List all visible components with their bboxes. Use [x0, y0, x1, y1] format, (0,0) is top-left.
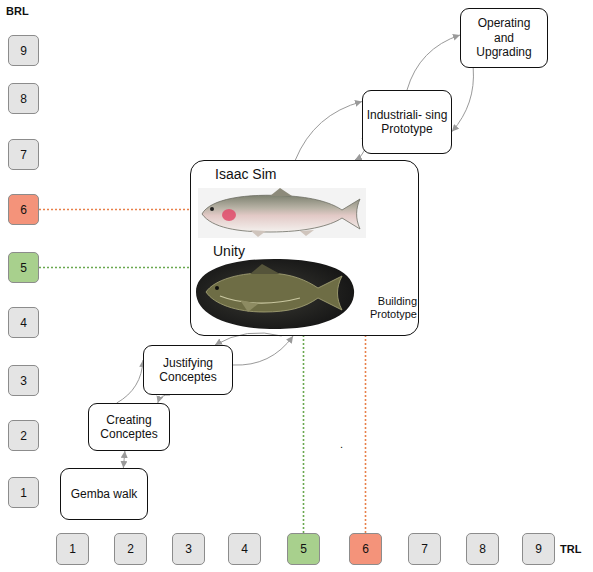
brl-level-box: 4 — [8, 307, 39, 338]
level-dotted-line — [39, 267, 190, 269]
trl-level-box: 9 — [522, 533, 555, 565]
level-number: 8 — [20, 92, 27, 106]
process-box: Industriali- sing Prototype — [362, 90, 452, 154]
level-number: 4 — [20, 316, 27, 330]
prototype-box: Isaac SimUnityBuilding Prototype — [190, 160, 419, 336]
trl-level-box: 2 — [114, 533, 147, 565]
unity-fish-picture — [196, 259, 354, 329]
trl-level-box: 8 — [466, 533, 499, 565]
brl-level-box: 6 — [8, 194, 39, 225]
flow-arrow — [295, 102, 362, 160]
flow-arrow — [117, 360, 143, 403]
box-label: Isaac Sim — [215, 166, 335, 182]
trl-level-box: 1 — [56, 533, 89, 565]
brl-level-box: 1 — [8, 477, 39, 508]
level-number: 9 — [535, 542, 542, 556]
level-number: 1 — [69, 542, 76, 556]
level-number: 5 — [20, 261, 27, 275]
level-dotted-line — [39, 209, 190, 211]
axis-title: BRL — [6, 5, 29, 17]
level-dotted-line — [365, 336, 367, 533]
box-label: Building Prototype — [357, 295, 417, 320]
box-label: Creating Conceptes — [93, 413, 165, 442]
level-number: 3 — [185, 542, 192, 556]
level-number: 4 — [241, 542, 248, 556]
box-label: Gemba walk — [71, 487, 138, 501]
box-label: Unity — [213, 243, 293, 259]
process-box: Gemba walk — [60, 468, 148, 520]
level-number: 6 — [20, 203, 27, 217]
level-number: 9 — [20, 44, 27, 58]
axis-title: TRL — [560, 543, 581, 555]
flow-arrow — [215, 333, 282, 345]
flow-arrow — [407, 35, 460, 90]
level-number: 8 — [479, 542, 486, 556]
level-number: 2 — [20, 429, 27, 443]
brl-level-box: 9 — [8, 35, 39, 66]
stray-mark: . — [340, 438, 343, 450]
trl-level-box: 3 — [172, 533, 205, 565]
level-number: 2 — [127, 542, 134, 556]
level-number: 7 — [20, 148, 27, 162]
process-box: Justifying Conceptes — [143, 345, 233, 395]
level-dotted-line — [303, 336, 305, 533]
brl-level-box: 8 — [8, 83, 39, 114]
flow-arrow — [233, 336, 293, 365]
level-number: 3 — [20, 374, 27, 388]
flow-arrow — [158, 395, 170, 403]
trl-level-box: 4 — [228, 533, 261, 565]
brl-level-box: 2 — [8, 420, 39, 451]
flow-arrow — [452, 68, 473, 132]
box-label: Justifying Conceptes — [148, 356, 228, 385]
flow-arrow — [123, 451, 125, 468]
brl-level-box: 7 — [8, 139, 39, 170]
box-label: Operating and Upgrading — [469, 16, 539, 59]
process-box: Creating Conceptes — [88, 403, 170, 451]
trl-level-box: 7 — [408, 533, 441, 565]
process-box: Operating and Upgrading — [460, 8, 548, 68]
level-number: 6 — [362, 542, 369, 556]
level-number: 7 — [421, 542, 428, 556]
trl-level-box: 5 — [287, 533, 320, 565]
brl-level-box: 5 — [8, 252, 39, 283]
level-number: 1 — [20, 486, 27, 500]
trout-picture — [198, 188, 366, 238]
level-number: 5 — [300, 542, 307, 556]
trl-level-box: 6 — [349, 533, 382, 565]
box-label: Industriali- sing Prototype — [366, 108, 448, 137]
brl-level-box: 3 — [8, 365, 39, 396]
